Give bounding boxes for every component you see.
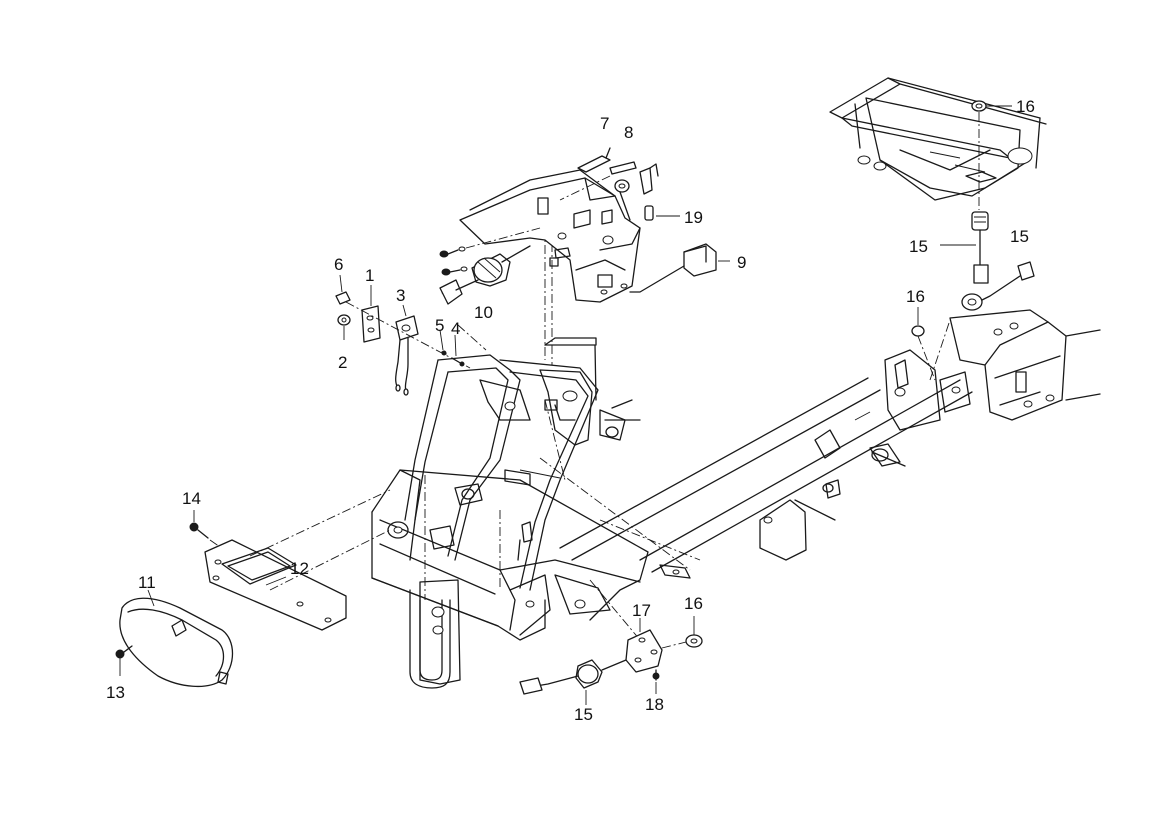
seat-switch-assembly [940, 100, 1035, 311]
callout-8: 8 [624, 123, 633, 142]
rocker-switch [629, 243, 730, 293]
callout-15-front: 15 [574, 705, 593, 724]
callout-16-front: 16 [684, 594, 703, 613]
connector [973, 264, 989, 284]
alignment-lines [424, 226, 951, 641]
callout-18: 18 [645, 695, 664, 714]
callout-7: 7 [600, 114, 609, 133]
callout-10: 10 [474, 303, 493, 322]
callout-16-mid: 16 [906, 287, 925, 306]
side-plates [884, 349, 971, 431]
callout-17: 17 [632, 601, 651, 620]
callout-9: 9 [737, 253, 746, 272]
light-switch-parts [335, 274, 471, 396]
key-parts [559, 147, 680, 221]
callout-5: 5 [435, 316, 444, 335]
front-frame [371, 469, 691, 641]
headlight-assembly [115, 489, 391, 688]
rear-bracket [911, 307, 1101, 421]
connector-15-right [1017, 261, 1035, 281]
nut-16-mid [911, 325, 925, 337]
callout-4: 4 [451, 319, 460, 338]
ignition-switch [439, 245, 531, 305]
steering-tower [404, 344, 626, 591]
callout-3: 3 [396, 286, 405, 305]
callout-1: 1 [365, 266, 374, 285]
front-switch-assembly [519, 616, 703, 705]
callout-11: 11 [138, 573, 156, 592]
callout-14: 14 [182, 489, 201, 508]
control-panel [459, 169, 641, 346]
callout-19: 19 [684, 208, 703, 227]
callout-16-top: 16 [1016, 97, 1035, 116]
callout-2: 2 [338, 353, 347, 372]
seat-frame [829, 77, 1047, 201]
callout-12: 12 [290, 559, 309, 578]
callout-15-right: 15 [1010, 227, 1029, 246]
tow-hitch [409, 579, 461, 689]
callout-15-seat: 15 [909, 237, 928, 256]
main-chassis-tube [559, 377, 973, 573]
callouts: 1 2 3 4 5 6 7 8 9 10 11 12 13 14 15 15 1… [106, 97, 1035, 724]
callout-6: 6 [334, 255, 343, 274]
switch-body [971, 211, 989, 231]
callout-13: 13 [106, 683, 125, 702]
